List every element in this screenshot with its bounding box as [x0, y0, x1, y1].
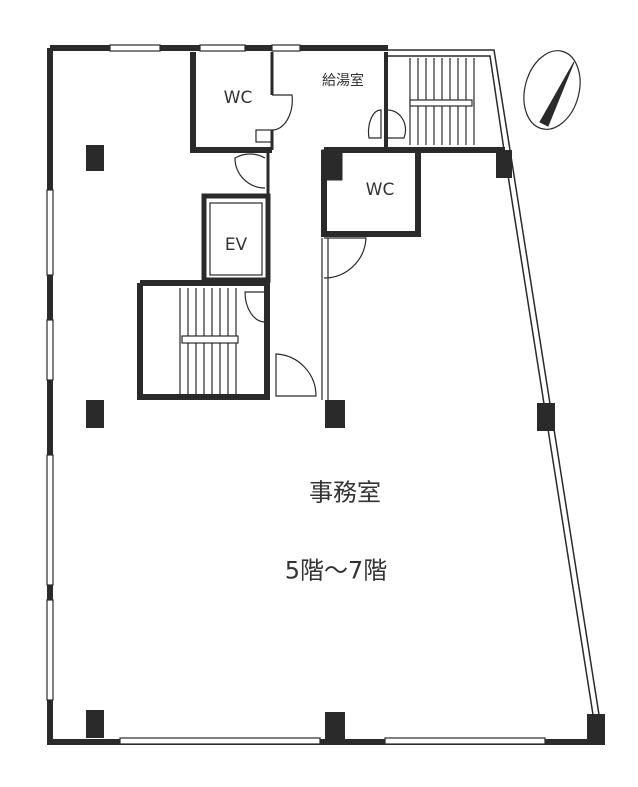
room-label-wc-right: WC: [365, 180, 395, 200]
door-arc: [323, 237, 367, 279]
door-arc: [234, 153, 266, 189]
stairs-top: [409, 58, 475, 145]
door-arc: [275, 353, 317, 397]
room-label-wc-left: WC: [223, 88, 253, 108]
stairs-left-walls: [137, 280, 270, 400]
outer-wall-right: [388, 49, 604, 741]
room-label-office: 事務室: [309, 478, 381, 507]
room-label-kitchenette: 給湯室: [322, 73, 364, 89]
stairs-left: [179, 288, 239, 394]
columns: [86, 145, 605, 742]
wc-right-walls: [321, 147, 505, 237]
door-arc: [367, 109, 407, 139]
windows: [46, 44, 546, 745]
room-label-elevator: EV: [224, 235, 248, 255]
floor-range-label: 5階～7階: [284, 556, 388, 585]
wc-left-walls: [190, 52, 272, 153]
north-arrow: [523, 50, 581, 130]
door-arc: [271, 94, 293, 131]
door-arc: [244, 291, 266, 323]
